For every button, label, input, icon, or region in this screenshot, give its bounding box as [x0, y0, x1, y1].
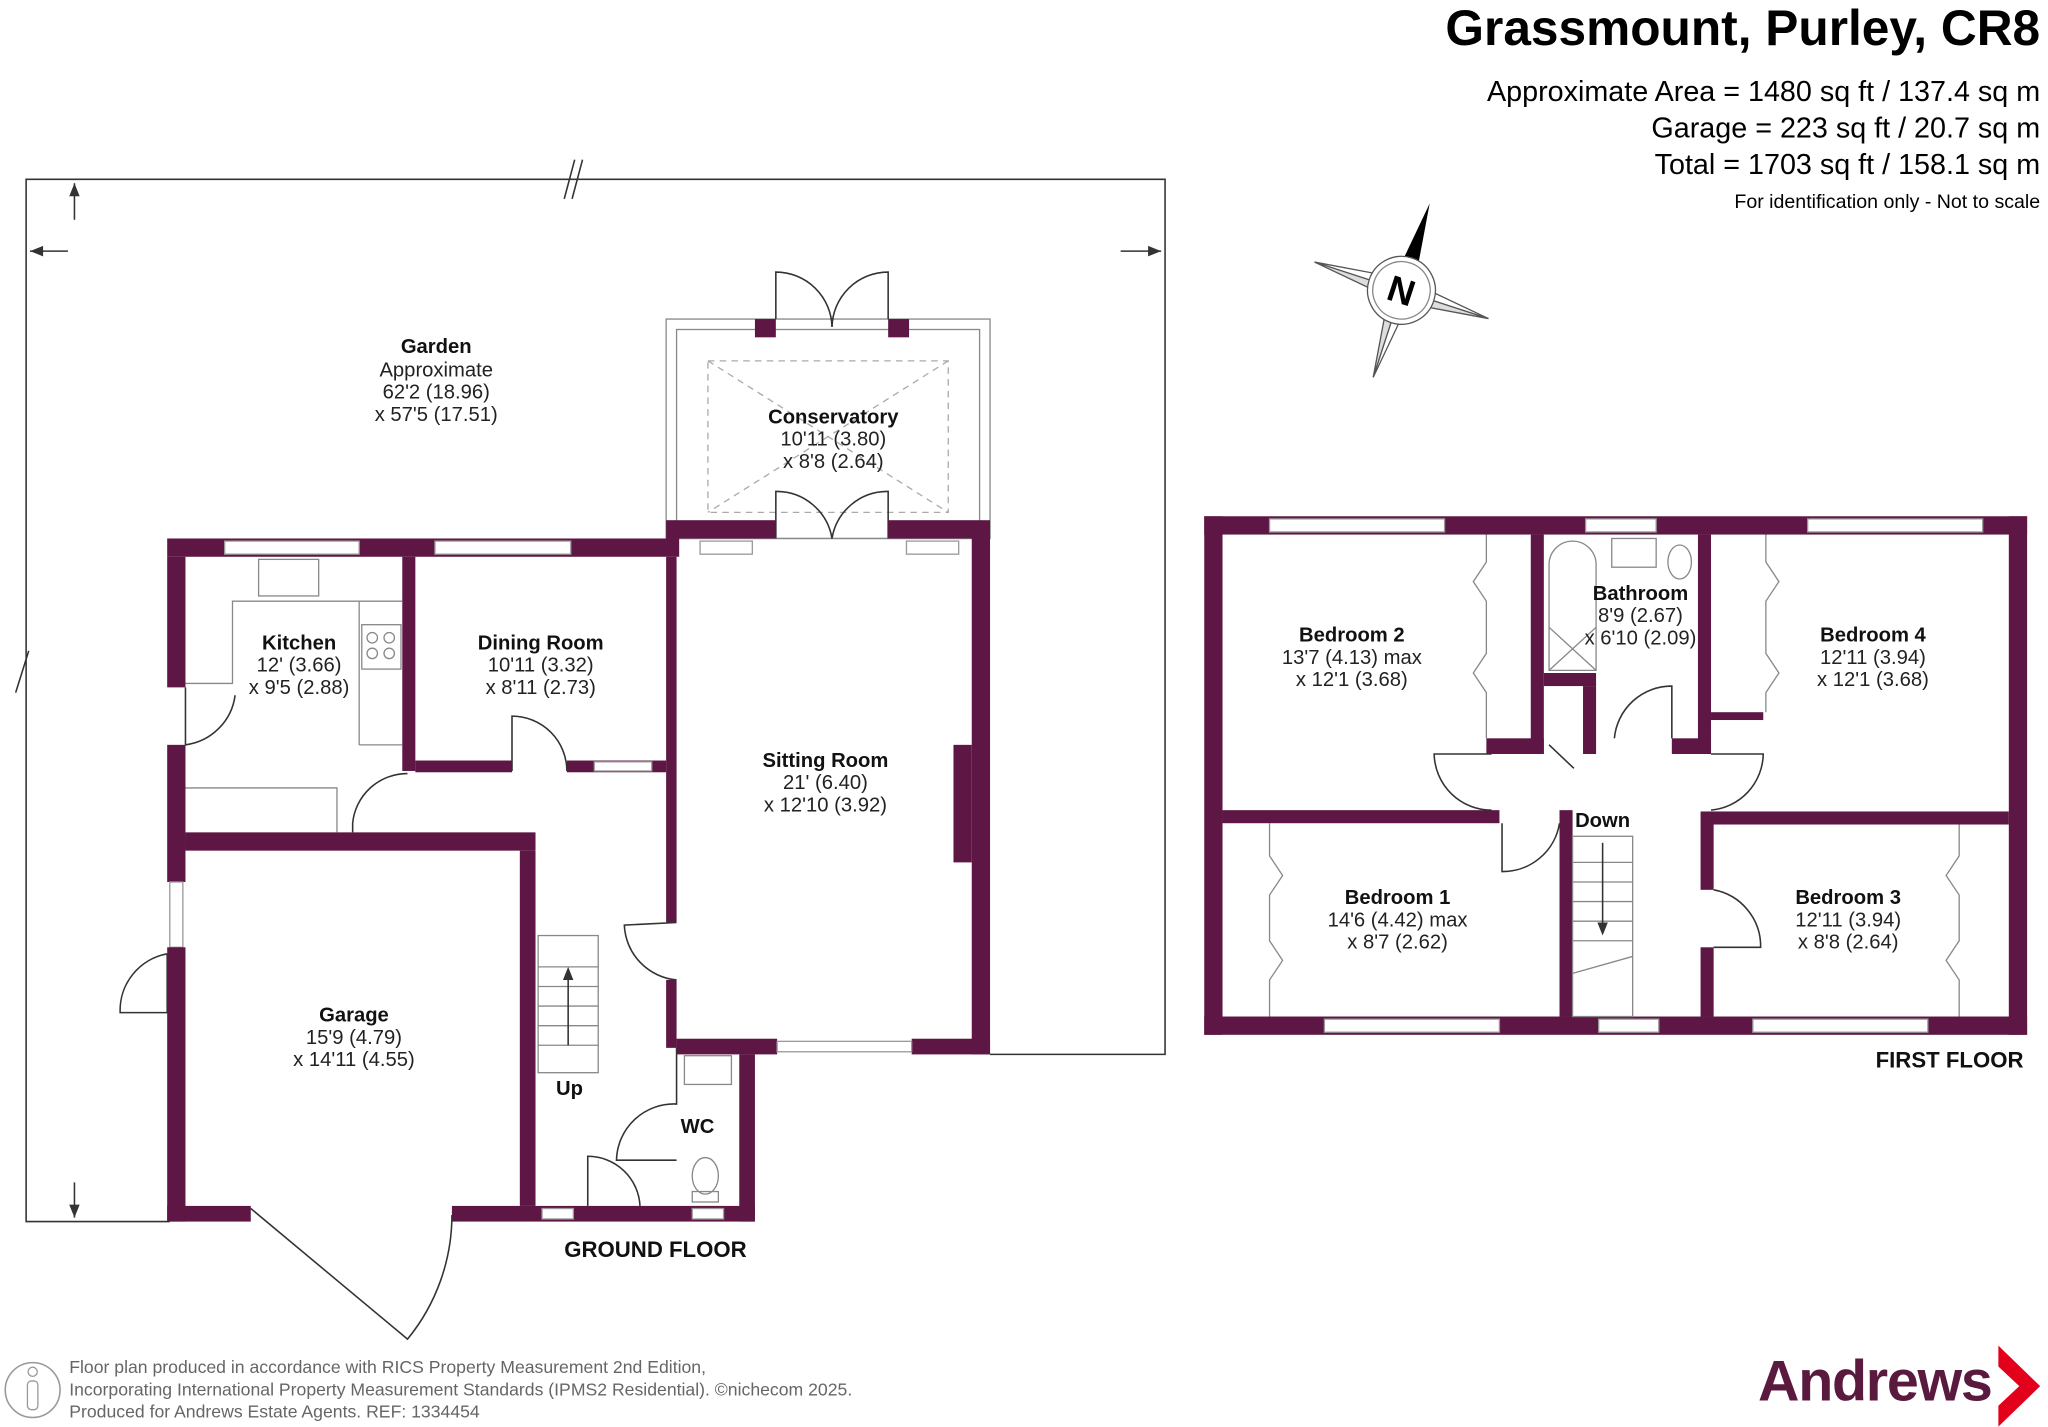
- scale-disclaimer: For identification only - Not to scale: [1734, 191, 2040, 213]
- footer-line-2: Incorporating International Property Mea…: [69, 1379, 852, 1399]
- room-name-dining-room: Dining Room: [478, 632, 604, 654]
- room-dims-bedroom-3: x 8'8 (2.64): [1798, 932, 1899, 954]
- room-dims-dining-room: x 8'11 (2.73): [486, 677, 596, 699]
- room-name-wc: WC: [681, 1116, 715, 1138]
- room-dims-conservatory: 10'11 (3.80): [780, 429, 886, 451]
- room-dims-garden: 62'2 (18.96): [383, 382, 490, 404]
- room-name-garden: Garden: [401, 336, 472, 358]
- first-floor-label: FIRST FLOOR: [1876, 1047, 2024, 1072]
- room-dims-bedroom-2: 13'7 (4.13) max: [1282, 647, 1422, 669]
- stairs-down-label: Down: [1575, 810, 1630, 832]
- room-name-kitchen: Kitchen: [262, 632, 336, 654]
- andrews-logo: Andrews: [1758, 1350, 1992, 1414]
- compass-icon: [1314, 203, 1489, 378]
- property-title: Grassmount, Purley, CR8: [1445, 0, 2040, 56]
- room-name-bedroom-2: Bedroom 2: [1299, 625, 1405, 647]
- room-name-conservatory: Conservatory: [768, 407, 899, 429]
- approx-area: Approximate Area = 1480 sq ft / 137.4 sq…: [1487, 76, 2040, 108]
- room-dims-garage: x 14'11 (4.55): [293, 1049, 415, 1071]
- room-dims-bathroom: x 6'10 (2.09): [1585, 627, 1697, 649]
- room-dims-kitchen: x 9'5 (2.88): [249, 677, 350, 699]
- room-dims-garden: x 57'5 (17.51): [375, 404, 498, 426]
- room-dims-bedroom-1: x 8'7 (2.62): [1347, 932, 1448, 954]
- room-dims-bedroom-2: x 12'1 (3.68): [1296, 669, 1408, 691]
- room-dims-bedroom-4: x 12'1 (3.68): [1817, 669, 1929, 691]
- logo-chevron-icon: [1998, 1345, 2041, 1427]
- room-dims-bathroom: 8'9 (2.67): [1598, 605, 1683, 627]
- room-dims-garage: 15'9 (4.79): [306, 1027, 402, 1049]
- room-name-garage: Garage: [319, 1005, 389, 1027]
- room-dims-sitting-room: 21' (6.40): [783, 772, 868, 794]
- room-name-bedroom-3: Bedroom 3: [1795, 887, 1901, 909]
- room-dims-kitchen: 12' (3.66): [257, 655, 342, 677]
- total-area: Total = 1703 sq ft / 158.1 sq m: [1655, 149, 2041, 181]
- room-dims-bedroom-3: 12'11 (3.94): [1795, 909, 1901, 931]
- room-dims-sitting-room: x 12'10 (3.92): [764, 794, 887, 816]
- footer-line-3: Produced for Andrews Estate Agents. REF:…: [69, 1402, 480, 1422]
- ground-floor-plan: Garden Approximate 62'2 (18.96) x 57'5 (…: [14, 159, 1166, 1341]
- ground-floor-label: GROUND FLOOR: [564, 1237, 746, 1262]
- info-icon: [4, 1361, 61, 1419]
- footer-line-1: Floor plan produced in accordance with R…: [69, 1357, 706, 1377]
- room-dims-bedroom-4: 12'11 (3.94): [1820, 647, 1926, 669]
- room-dims-garden: Approximate: [379, 360, 493, 382]
- first-floor-plan: Bedroom 2 13'7 (4.13) max x 12'1 (3.68) …: [1204, 516, 2028, 1072]
- stairs-up-label: Up: [556, 1078, 583, 1100]
- room-dims-bedroom-1: 14'6 (4.42) max: [1328, 909, 1468, 931]
- garage-area: Garage = 223 sq ft / 20.7 sq m: [1651, 113, 2040, 145]
- room-name-bedroom-1: Bedroom 1: [1345, 887, 1451, 909]
- room-name-bathroom: Bathroom: [1593, 583, 1689, 605]
- room-dims-dining-room: 10'11 (3.32): [488, 655, 594, 677]
- room-name-sitting-room: Sitting Room: [763, 750, 889, 772]
- room-name-bedroom-4: Bedroom 4: [1820, 625, 1926, 647]
- room-dims-conservatory: x 8'8 (2.64): [783, 451, 884, 473]
